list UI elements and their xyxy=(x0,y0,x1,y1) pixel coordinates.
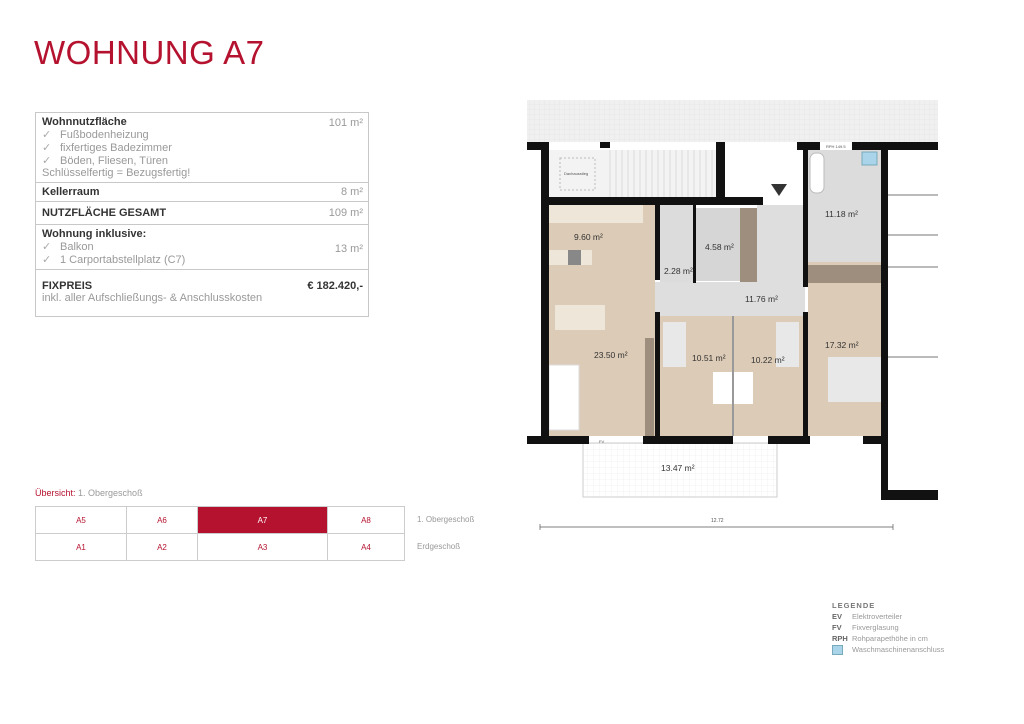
overview-floor: 1. Obergeschoß xyxy=(78,488,143,498)
spec-value: 101 m² xyxy=(328,117,363,129)
check-icon: ✓ xyxy=(42,254,52,266)
wardrobe xyxy=(645,338,654,436)
spec-table: Wohnnutzfläche 101 m² ✓ Fußbodenheizung ✓… xyxy=(35,112,369,317)
bedroom-wardrobe xyxy=(808,265,883,283)
double-bed xyxy=(828,357,883,402)
check-icon: ✓ xyxy=(42,142,52,154)
entrance-arrow xyxy=(771,184,787,196)
feature: fixfertiges Badezimmer xyxy=(60,142,172,154)
spec-value: 13 m² xyxy=(334,243,363,255)
balcony xyxy=(582,442,778,498)
spec-inklusive: Wohnung inklusive: 13 m² ✓ Balkon ✓ 1 Carp… xyxy=(36,225,368,270)
roof-area xyxy=(527,100,938,142)
area-storage: 4.58 m² xyxy=(705,242,734,252)
spec-label: NUTZFLÄCHE GESAMT xyxy=(42,207,167,219)
feature: Böden, Fliesen, Türen xyxy=(60,155,169,167)
overview-title: Übersicht: 1. Obergeschoß xyxy=(35,488,143,498)
spec-label: Wohnung inklusive: xyxy=(42,228,147,240)
area-balcony: 13.47 m² xyxy=(661,463,695,473)
spec-value: 8 m² xyxy=(341,186,363,198)
legend-text: Fixverglasung xyxy=(852,623,899,632)
unit-a5[interactable]: A5 xyxy=(35,506,127,534)
bathtub xyxy=(809,152,825,194)
stairs: /* placeholder */ xyxy=(609,150,713,197)
rph-label: RPH 149.5 xyxy=(826,144,846,149)
area-hall: 11.76 m² xyxy=(745,294,778,304)
wc xyxy=(660,205,693,283)
area-room2: 10.22 m² xyxy=(751,355,785,365)
legend-key: RPH xyxy=(832,634,848,643)
check-icon: ✓ xyxy=(42,129,52,141)
spec-label: Kellerraum xyxy=(42,186,100,198)
bed2 xyxy=(776,322,799,367)
unit-a6[interactable]: A6 xyxy=(126,506,198,534)
sofa xyxy=(548,364,580,431)
area-bath: 11.18 m² xyxy=(825,209,858,219)
hall-corridor xyxy=(757,205,803,283)
legend-title: LEGENDE xyxy=(832,601,876,610)
washer-icon xyxy=(861,151,878,166)
storage xyxy=(696,208,740,281)
area-living: 23.50 m² xyxy=(594,350,628,360)
legend-text: Rohparapethöhe in cm xyxy=(852,634,928,643)
bed1 xyxy=(663,322,686,367)
room-labels: 9.60 m² 4.58 m² 2.28 m² 11.76 m² 11.18 m… xyxy=(574,209,859,473)
roof-hatch-label: Dachausstieg xyxy=(564,171,588,176)
unit-a1[interactable]: A1 xyxy=(35,533,127,561)
legend-key: FV xyxy=(832,623,842,632)
area-kitchen: 9.60 m² xyxy=(574,232,603,242)
unit-a4[interactable]: A4 xyxy=(327,533,405,561)
spec-label: Wohnnutzfläche xyxy=(42,116,127,128)
spec-note: Schlüsselfertig = Bezugsfertig! xyxy=(42,167,191,179)
roof-hatch xyxy=(559,157,596,191)
bedroom xyxy=(808,262,883,436)
feature: Fußbodenheizung xyxy=(60,129,149,141)
fv-label: FV xyxy=(599,439,604,444)
dining-table xyxy=(555,305,605,330)
check-icon: ✓ xyxy=(42,155,52,167)
washer-icon xyxy=(832,645,843,656)
level-ground: Erdgeschoß xyxy=(417,542,461,551)
area-room1: 10.51 m² xyxy=(692,353,726,363)
check-icon: ✓ xyxy=(42,241,52,253)
unit-a3[interactable]: A3 xyxy=(197,533,328,561)
walls xyxy=(527,142,938,500)
feature: Balkon xyxy=(60,241,94,253)
spec-kellerraum: Kellerraum 8 m² xyxy=(36,183,368,202)
area-wc: 2.28 m² xyxy=(664,266,693,276)
spec-value: 109 m² xyxy=(328,207,363,219)
spec-wohnnutzflaeche: Wohnnutzfläche 101 m² ✓ Fußbodenheizung ✓… xyxy=(36,113,368,183)
spec-preis: FIXPREIS € 182.420,- inkl. aller Aufschl… xyxy=(36,270,368,316)
feature: 1 Carportabstellplatz (C7) xyxy=(60,254,186,266)
overview-grid: A5 A6 A7 A8 A1 A2 A3 A4 xyxy=(35,506,405,561)
level-upper: 1. Obergeschoß xyxy=(417,515,475,524)
legend-text: Elektroverteiler xyxy=(852,612,903,621)
page-title: WOHNUNG A7 xyxy=(34,34,265,71)
spec-note: inkl. aller Aufschließungs- & Anschlussk… xyxy=(42,292,263,304)
hall xyxy=(655,282,805,316)
wardrobe-hall xyxy=(740,208,757,282)
overview-label: Übersicht: xyxy=(35,488,76,498)
spec-label: FIXPREIS xyxy=(42,280,93,292)
facade-lines xyxy=(888,194,938,358)
kitchen-counter xyxy=(548,205,643,223)
spec-gesamt: NUTZFLÄCHE GESAMT 109 m² xyxy=(36,202,368,225)
price-value: € 182.420,- xyxy=(307,280,363,292)
cooktop xyxy=(568,250,581,265)
legend: LEGENDE EV Elektroverteiler FV Fixverglasu… xyxy=(832,600,945,656)
dimension-label: 12.72 xyxy=(711,518,724,524)
legend-key: EV xyxy=(832,612,843,621)
legend-text: Waschmaschinenanschluss xyxy=(852,645,945,654)
dimension-line xyxy=(539,524,894,530)
area-bedroom: 17.32 m² xyxy=(825,340,859,350)
